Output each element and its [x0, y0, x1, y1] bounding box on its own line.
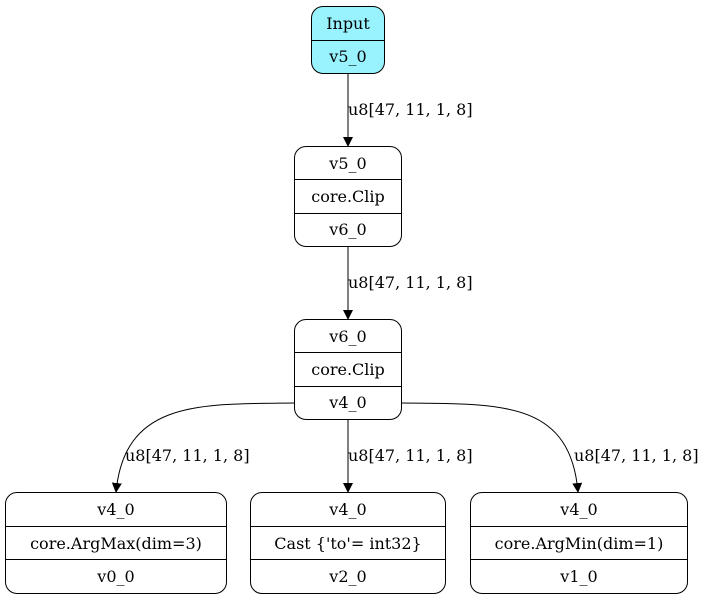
node-argmax-output: v0_0 — [6, 559, 226, 593]
node-cast-input: v4_0 — [329, 499, 367, 519]
node-argmax-op: core.ArgMax(dim=3) — [6, 525, 226, 560]
node-clip1[interactable]: v5_0 core.Clip v6_0 — [294, 146, 402, 247]
node-argmax[interactable]: v4_0 core.ArgMax(dim=3) v0_0 — [5, 492, 227, 594]
edge-label-input-to-clip1: u8[47, 11, 1, 8] — [348, 100, 473, 119]
edge-label-clip2-to-cast: u8[47, 11, 1, 8] — [348, 446, 473, 465]
edge-label-clip2-to-argmin: u8[47, 11, 1, 8] — [574, 446, 699, 465]
node-cast-op: Cast {'to'= int32} — [251, 525, 445, 560]
edge-clip2-to-argmin — [401, 402, 583, 493]
node-argmin-output: v1_0 — [471, 559, 687, 593]
node-cast[interactable]: v4_0 Cast {'to'= int32} v2_0 — [250, 492, 446, 594]
node-clip1-output: v6_0 — [295, 212, 401, 246]
node-cast-output: v2_0 — [251, 559, 445, 593]
edge-clip2-to-argmax — [111, 402, 295, 493]
node-input-title: Input — [326, 13, 370, 33]
node-input[interactable]: Input v5_0 — [311, 6, 385, 74]
node-clip2-op: core.Clip — [295, 352, 401, 385]
node-input-output: v5_0 — [312, 39, 384, 74]
node-clip1-input: v5_0 — [329, 153, 367, 173]
node-argmax-input: v4_0 — [97, 499, 135, 519]
node-clip2-input: v6_0 — [329, 326, 367, 346]
node-argmin[interactable]: v4_0 core.ArgMin(dim=1) v1_0 — [470, 492, 688, 594]
edge-label-clip1-to-clip2: u8[47, 11, 1, 8] — [348, 273, 473, 292]
node-clip1-op: core.Clip — [295, 179, 401, 212]
node-argmin-input: v4_0 — [560, 499, 598, 519]
node-argmin-op: core.ArgMin(dim=1) — [471, 525, 687, 560]
node-clip2[interactable]: v6_0 core.Clip v4_0 — [294, 319, 402, 420]
node-clip2-output: v4_0 — [295, 385, 401, 419]
edge-label-clip2-to-argmax: u8[47, 11, 1, 8] — [125, 446, 250, 465]
